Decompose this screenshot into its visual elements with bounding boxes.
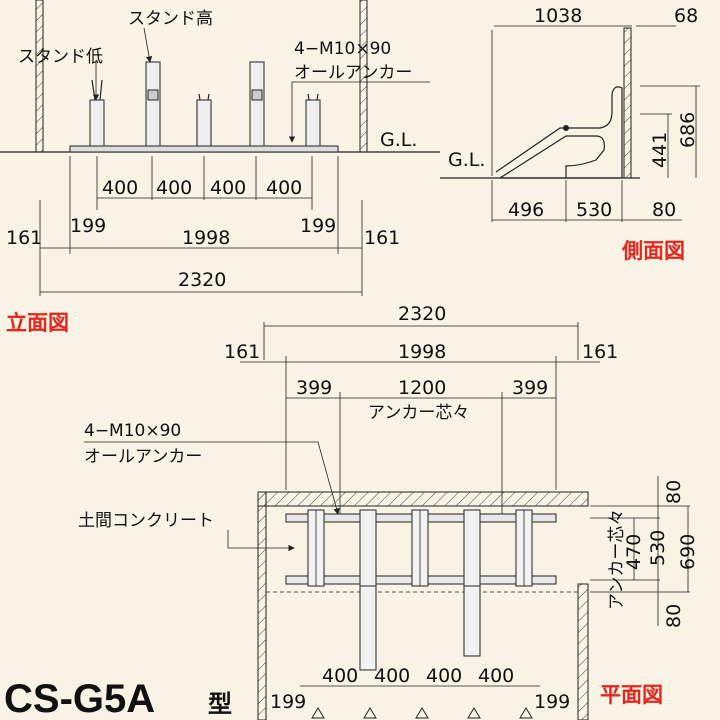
front-elevation: スタンド低 スタンド高 4−M10×90 オールアンカー G.L. 400 40… bbox=[0, 0, 440, 335]
front-161-right: 161 bbox=[364, 227, 400, 249]
front-left-wall bbox=[35, 0, 44, 153]
side-pivot bbox=[563, 125, 569, 131]
plan-anchor-center-v: アンカー芯々 bbox=[607, 509, 627, 610]
leader-anchor-plan bbox=[84, 441, 340, 515]
side-frame-inner bbox=[499, 135, 605, 179]
front-base-rail bbox=[69, 145, 339, 153]
plan-2320: 2320 bbox=[398, 303, 446, 325]
leader-concrete bbox=[227, 530, 295, 552]
side-80: 80 bbox=[652, 199, 676, 221]
plan-399-right: 399 bbox=[512, 377, 548, 399]
plan-530: 530 bbox=[647, 530, 669, 566]
leader-anchor-front bbox=[288, 81, 430, 143]
side-68: 68 bbox=[674, 5, 698, 27]
side-441: 441 bbox=[649, 132, 671, 168]
side-496: 496 bbox=[508, 199, 544, 221]
plan-80-top: 80 bbox=[663, 480, 685, 504]
plan-161-right: 161 bbox=[582, 341, 618, 363]
front-stand-low-2 bbox=[196, 93, 212, 147]
plan-80-bottom: 80 bbox=[663, 604, 685, 628]
plan-pitch-2: 400 bbox=[374, 665, 410, 687]
label-gl-front: G.L. bbox=[380, 129, 417, 151]
plan-wall-left bbox=[257, 491, 267, 720]
front-1998: 1998 bbox=[182, 227, 230, 249]
side-elevation: 1038 68 G.L. 441 686 496 530 80 側面図 bbox=[440, 5, 700, 263]
front-stand-low-1 bbox=[89, 79, 105, 147]
plan-690: 690 bbox=[677, 534, 699, 570]
side-gl: G.L. bbox=[448, 149, 485, 171]
plan-399-left: 399 bbox=[296, 377, 332, 399]
plan-1200: 1200 bbox=[398, 377, 446, 399]
plan-470: 470 bbox=[623, 534, 645, 570]
view-label-front: 立面図 bbox=[6, 311, 69, 335]
label-anchor-spec-front: 4−M10×90 bbox=[294, 39, 391, 59]
side-wall bbox=[623, 27, 632, 179]
label-stand-low: スタンド低 bbox=[18, 47, 103, 67]
front-161-left: 161 bbox=[6, 227, 42, 249]
plan-stand-3 bbox=[411, 509, 429, 587]
side-530: 530 bbox=[576, 199, 612, 221]
plan-199-left: 199 bbox=[270, 691, 306, 713]
side-1038: 1038 bbox=[534, 5, 582, 27]
front-199-left: 199 bbox=[70, 215, 106, 237]
view-label-plan: 平面図 bbox=[600, 683, 663, 707]
front-stand-low-3 bbox=[305, 93, 321, 147]
model-suffix: 型 bbox=[208, 691, 232, 718]
plan-161-left: 161 bbox=[224, 341, 260, 363]
plan-stand-4 bbox=[463, 509, 481, 657]
label-stand-high: スタンド高 bbox=[128, 9, 213, 29]
plan-anchor-center: アンカー芯々 bbox=[368, 403, 469, 423]
side-686: 686 bbox=[677, 112, 699, 148]
plan-view: 2320 161 161 1998 399 1200 399 アンカー芯々 4−… bbox=[78, 303, 699, 720]
leader-stand-high bbox=[143, 27, 153, 63]
front-stand-high-1 bbox=[145, 61, 161, 147]
front-stand-high-2 bbox=[249, 61, 265, 147]
front-pitch-1: 400 bbox=[102, 177, 138, 199]
plan-stand-2 bbox=[359, 509, 377, 671]
model-code: CS-G5A bbox=[4, 677, 155, 720]
front-2320: 2320 bbox=[178, 269, 226, 291]
plan-center-markers bbox=[311, 707, 533, 719]
plan-wall-right bbox=[577, 583, 589, 720]
side-frame-outer bbox=[495, 86, 623, 178]
plan-anchor-name: オールアンカー bbox=[84, 447, 202, 467]
plan-stand-1 bbox=[307, 509, 325, 587]
front-pitch-2: 400 bbox=[156, 177, 192, 199]
view-label-side: 側面図 bbox=[621, 239, 685, 263]
label-anchor-name-front: オールアンカー bbox=[294, 63, 412, 83]
plan-pitch-3: 400 bbox=[426, 665, 462, 687]
plan-wall-top bbox=[257, 491, 589, 507]
front-199-right: 199 bbox=[300, 215, 336, 237]
front-pitch-4: 400 bbox=[266, 177, 302, 199]
plan-pitch-4: 400 bbox=[478, 665, 514, 687]
plan-stand-5 bbox=[515, 509, 533, 587]
plan-pitch-1: 400 bbox=[322, 665, 358, 687]
plan-199-right: 199 bbox=[534, 691, 570, 713]
plan-concrete: 土間コンクリート bbox=[78, 511, 214, 531]
front-pitch-3: 400 bbox=[210, 177, 246, 199]
plan-1998: 1998 bbox=[398, 341, 446, 363]
plan-anchor-spec: 4−M10×90 bbox=[84, 421, 181, 441]
